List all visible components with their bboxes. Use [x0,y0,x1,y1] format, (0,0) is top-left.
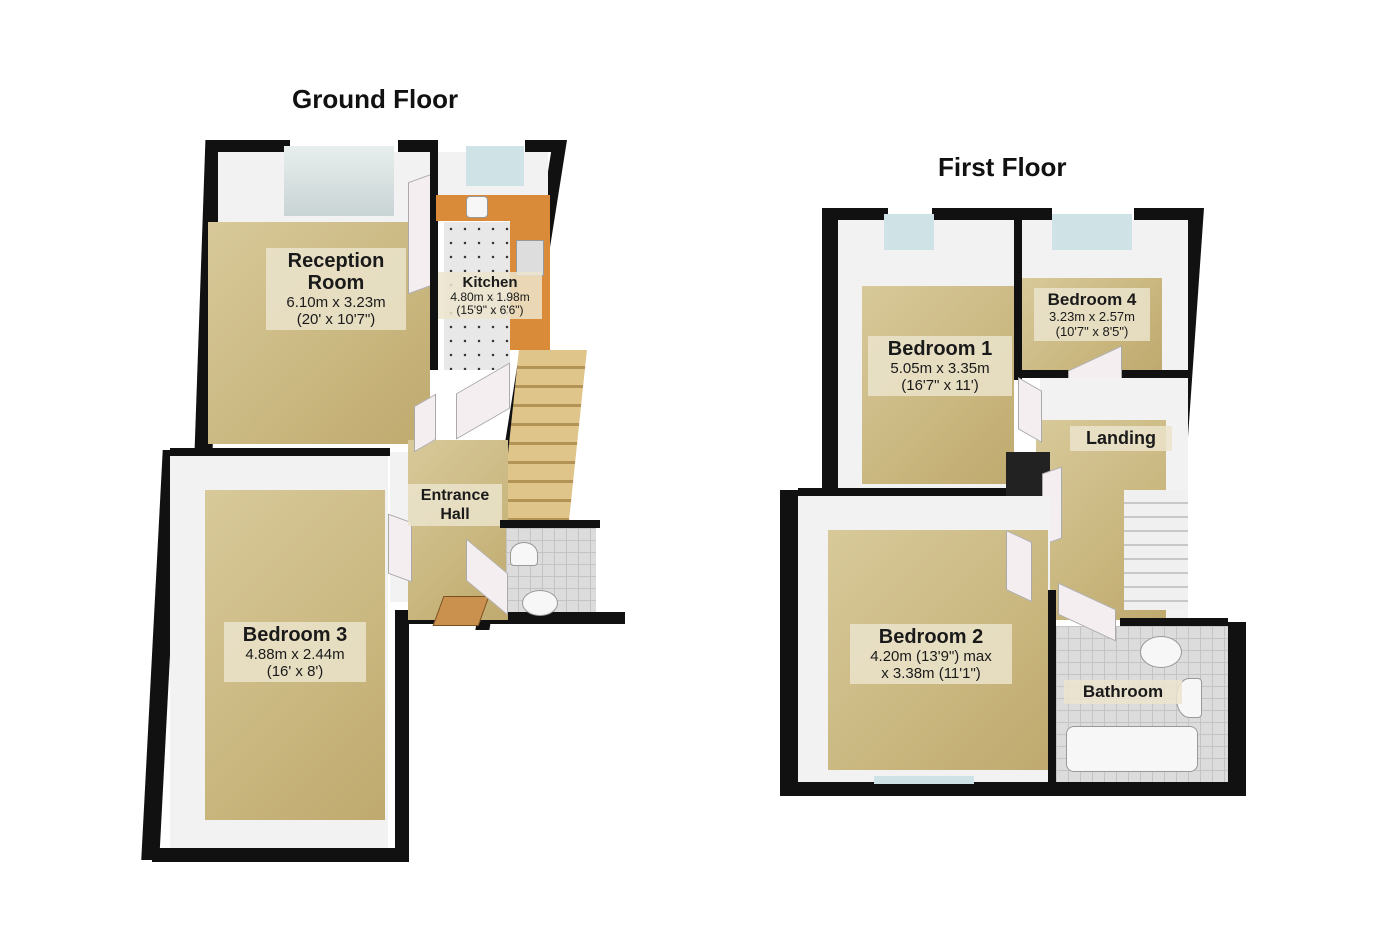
wall [395,610,409,862]
toilet-icon [522,590,558,616]
entrance-hall-label: Entrance Hall [408,484,502,526]
bath-icon [1066,726,1198,772]
wall [170,448,390,456]
toilet-icon [1140,636,1182,668]
bathroom-label: Bathroom [1064,680,1182,704]
landing-label: Landing [1070,426,1172,451]
bedroom2-door-icon [1006,529,1032,603]
bedroom1-label: Bedroom 1 5.05m x 3.35m (16'7" x 11') [868,336,1012,396]
wall [822,208,838,498]
wall [932,208,1052,220]
wall [1120,618,1228,626]
wall [1014,210,1022,380]
sink-icon [466,196,488,218]
wall [1134,208,1194,220]
wall [398,140,438,152]
wall [780,782,1246,796]
bedroom2-label: Bedroom 2 4.20m (13'9") max x 3.38m (11'… [850,624,1012,684]
kitchen-window [466,146,524,186]
wall [798,488,1006,496]
wall [430,150,438,370]
ground-floor-title: Ground Floor [292,84,459,114]
wall [500,520,600,528]
basin-icon [510,542,538,566]
wall [836,208,888,220]
stairs [501,350,587,520]
wall [1048,590,1056,784]
stairs [1124,490,1188,610]
kitchen-door-icon [456,362,510,440]
bedroom4-window [1052,214,1132,250]
bedroom3-label: Bedroom 3 4.88m x 2.44m (16' x 8') [224,622,366,682]
bedroom2-window [874,776,974,784]
wall [218,140,290,152]
bedroom1-window [884,214,934,250]
kitchen-label: Kitchen 4.80m x 1.98m (15'9" x 6'6") [438,272,542,319]
wall [152,848,408,862]
bedroom4-label: Bedroom 4 3.23m x 2.57m (10'7" x 8'5") [1034,288,1150,341]
hob-icon [516,240,544,276]
bedroom1-door-icon [1018,377,1042,443]
reception-door-icon [408,173,432,295]
wall [780,490,798,796]
first-floor-title: First Floor [938,152,1067,182]
wall [1228,622,1246,796]
patio-doors [284,146,394,216]
reception-room-label: Reception Room 6.10m x 3.23m (20' x 10'7… [266,248,406,330]
